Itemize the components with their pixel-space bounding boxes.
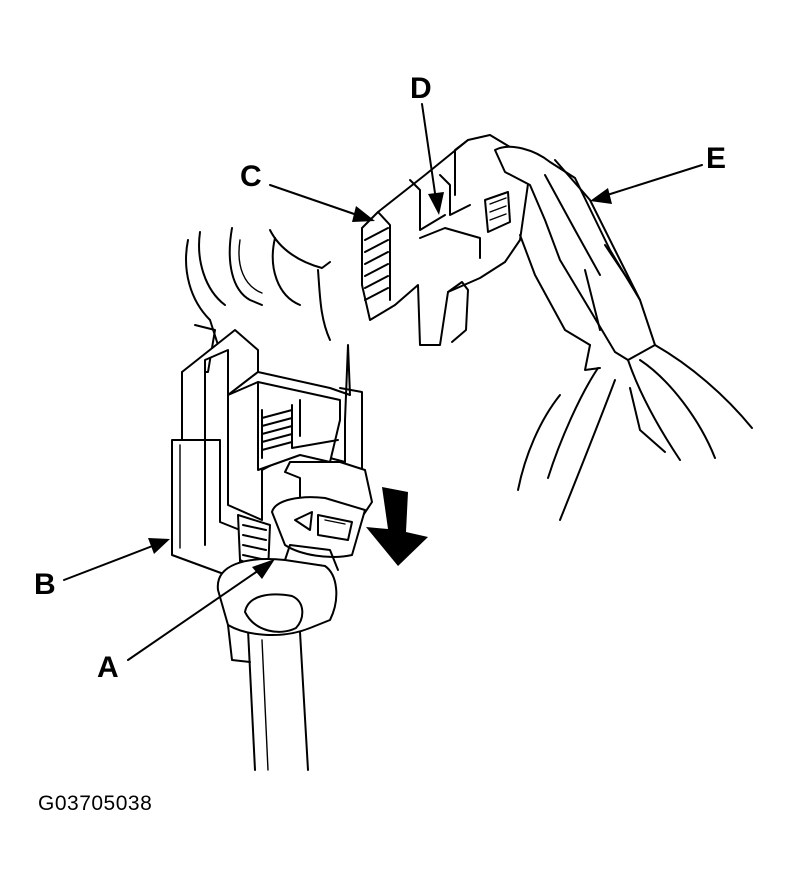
bracket xyxy=(171,329,259,581)
callout-label-c: C xyxy=(240,160,262,193)
callout-label-d: D xyxy=(410,72,432,105)
callout-label-a: A xyxy=(97,651,119,684)
cable xyxy=(247,629,309,771)
adjuster-housing xyxy=(227,344,363,521)
removed-clip xyxy=(361,134,531,346)
pliers xyxy=(494,145,753,521)
push-direction-arrow xyxy=(366,487,428,566)
callout-leaders xyxy=(63,103,703,661)
upper-harness xyxy=(181,227,331,421)
figure-code: G03705038 xyxy=(38,792,153,815)
callout-label-e: E xyxy=(706,142,727,175)
lock-clip xyxy=(271,461,373,558)
callout-label-b: B xyxy=(34,568,56,601)
